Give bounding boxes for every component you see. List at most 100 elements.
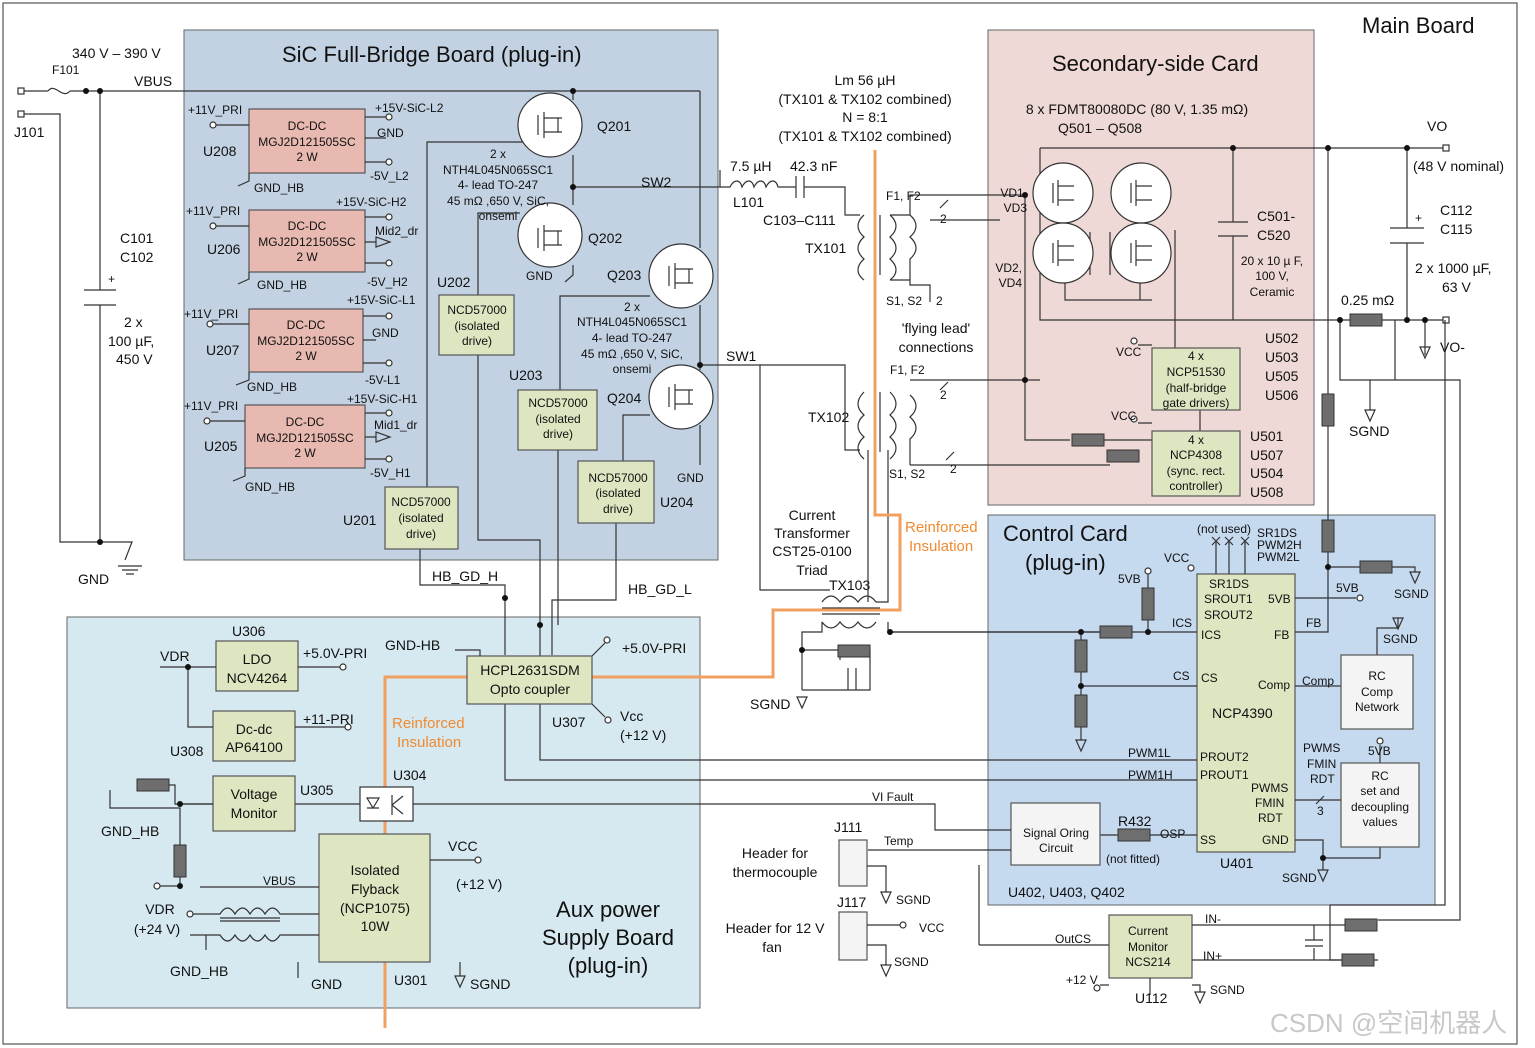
- svg-text:+11V_PRI: +11V_PRI: [184, 307, 238, 321]
- svg-text:(not fitted): (not fitted): [1106, 852, 1160, 866]
- svg-text:450 V: 450 V: [116, 351, 153, 367]
- svg-text:'flying lead'connections: 'flying lead'connections: [899, 320, 974, 355]
- svg-text:GND: GND: [677, 471, 704, 485]
- svg-text:SGND: SGND: [470, 976, 510, 992]
- rc-comp-network: [1340, 654, 1414, 730]
- svg-text:2: 2: [950, 462, 957, 476]
- svg-text:SGND: SGND: [1282, 871, 1317, 885]
- mosfet-q201: [517, 92, 583, 158]
- svg-text:VDR(+24 V): VDR(+24 V): [134, 901, 180, 937]
- svg-text:+11-PRI: +11-PRI: [303, 711, 354, 727]
- svg-text:GND: GND: [311, 976, 342, 992]
- mosfet-q202: [517, 202, 583, 268]
- svg-text:SGND: SGND: [896, 893, 931, 907]
- mosfet-q204: [648, 364, 714, 430]
- svg-text:L101: L101: [733, 194, 764, 210]
- svg-text:Comp: Comp: [1258, 678, 1290, 692]
- svg-text:U301: U301: [394, 972, 428, 988]
- svg-text:FB: FB: [1306, 616, 1321, 630]
- svg-text:GND_HB: GND_HB: [257, 278, 307, 292]
- svg-text:SW2: SW2: [641, 174, 672, 190]
- resonant-tank: Lm 56 µH(TX101 & TX102 combined)N = 8:1(…: [720, 72, 1110, 712]
- svg-text:SGND: SGND: [1383, 632, 1418, 646]
- svg-text:J117: J117: [837, 894, 867, 910]
- svg-text:Q201: Q201: [597, 118, 631, 134]
- svg-text:2: 2: [940, 388, 947, 402]
- svg-text:+15V-SiC-H1: +15V-SiC-H1: [347, 392, 418, 406]
- svg-text:PROUT2: PROUT2: [1200, 750, 1249, 764]
- svg-text:Vcc(+12 V): Vcc(+12 V): [620, 708, 666, 743]
- svg-text:2: 2: [940, 212, 947, 226]
- svg-text:+12 V: +12 V: [1066, 973, 1098, 987]
- svg-text:OSP: OSP: [1160, 827, 1185, 841]
- svg-text:Q203: Q203: [607, 267, 641, 283]
- svg-text:U204: U204: [660, 494, 694, 510]
- svg-text:U207: U207: [206, 342, 240, 358]
- svg-text:-5V_H2: -5V_H2: [367, 275, 408, 289]
- svg-text:3: 3: [1317, 804, 1324, 818]
- svg-text:PROUT1: PROUT1: [1200, 768, 1249, 782]
- input-section: 340 V – 390 V F101 VBUS J101 C101 C102 +…: [14, 45, 700, 587]
- svg-text:C112: C112: [1440, 202, 1473, 218]
- signal-oring-circuit: [1010, 802, 1101, 866]
- svg-text:Mid1_dr: Mid1_dr: [374, 418, 417, 432]
- svg-text:Lm 56 µH(TX101 & TX102 combine: Lm 56 µH(TX101 & TX102 combined)N = 8:1(…: [778, 72, 951, 144]
- svg-text:0.25 mΩ: 0.25 mΩ: [1341, 292, 1394, 308]
- sic-board-title: SiC Full-Bridge Board (plug-in): [282, 42, 582, 67]
- voltage-monitor: [212, 775, 296, 832]
- svg-text:-5V_L2: -5V_L2: [370, 169, 409, 183]
- driver-u201: [384, 486, 459, 550]
- svg-text:NCP4390: NCP4390: [1212, 705, 1273, 721]
- svg-text:S1, S2: S1, S2: [889, 467, 925, 481]
- output-section: VO (48 V nominal) C112 C115 + 2 x 1000 µ…: [1321, 118, 1504, 961]
- control-card-title: Control Card(plug-in): [1003, 521, 1128, 575]
- svg-text:C102: C102: [120, 249, 154, 265]
- svg-text:C103–C111: C103–C111: [763, 212, 836, 228]
- svg-text:SR1DS: SR1DS: [1209, 577, 1249, 591]
- rc-set-decoupling: [1340, 762, 1420, 848]
- svg-text:GND: GND: [372, 326, 399, 340]
- svg-text:(not used): (not used): [1197, 522, 1251, 536]
- svg-text:TX102: TX102: [808, 409, 849, 425]
- svg-text:2: 2: [936, 294, 943, 308]
- svg-text:F1, F2: F1, F2: [886, 189, 921, 203]
- svg-text:Comp: Comp: [1302, 674, 1334, 688]
- svg-text:VCC: VCC: [448, 838, 478, 854]
- svg-text:VCC: VCC: [1164, 551, 1190, 565]
- mosfet-q203: [648, 243, 714, 309]
- svg-text:IN-: IN-: [1205, 912, 1221, 926]
- svg-text:OutCS: OutCS: [1055, 932, 1091, 946]
- svg-text:20 x 10 µ F,100 V,Ceramic: 20 x 10 µ F,100 V,Ceramic: [1241, 254, 1303, 299]
- svg-text:U401: U401: [1220, 855, 1254, 871]
- svg-text:VCC: VCC: [1116, 345, 1142, 359]
- control-card-content: SR1DS SROUT1 SROUT2 ICS CS PROUT2 PROUT1…: [180, 519, 1429, 946]
- svg-text:FMIN: FMIN: [1255, 796, 1284, 810]
- svg-text:+11V_PRI: +11V_PRI: [184, 399, 238, 413]
- svg-text:7.5 µH: 7.5 µH: [730, 158, 772, 174]
- svg-text:U308: U308: [170, 743, 204, 759]
- svg-text:IN+: IN+: [1203, 949, 1222, 963]
- svg-text:U201: U201: [343, 512, 377, 528]
- svg-text:GND_HB: GND_HB: [245, 480, 295, 494]
- optocoupler-u304: [359, 786, 414, 822]
- svg-text:GND: GND: [1262, 833, 1289, 847]
- svg-text:SROUT1: SROUT1: [1204, 592, 1253, 606]
- svg-text:+5.0V-PRI: +5.0V-PRI: [622, 640, 686, 656]
- svg-text:F1, F2: F1, F2: [890, 363, 925, 377]
- svg-text:+15V-SiC-H2: +15V-SiC-H2: [336, 195, 407, 209]
- svg-text:5VB: 5VB: [1368, 744, 1391, 758]
- svg-text:C115: C115: [1440, 221, 1473, 237]
- svg-text:2 x 1000 µF,: 2 x 1000 µF,: [1415, 260, 1492, 276]
